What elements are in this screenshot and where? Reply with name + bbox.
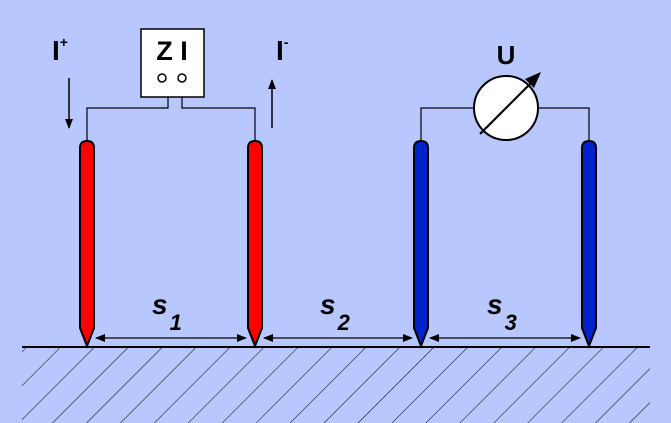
meter-label: Z I — [156, 36, 188, 66]
voltage-label: U — [497, 40, 516, 70]
potential-electrode-2 — [581, 139, 597, 349]
potential-circuit-wires — [420, 107, 590, 143]
impedance-meter: Z I — [140, 28, 205, 98]
voltmeter — [473, 72, 541, 141]
voltmeter-arrowhead — [525, 72, 541, 88]
current-in-label: I+ — [52, 34, 68, 66]
current-out-label: I- — [276, 34, 289, 66]
spacing-label-s2: s2 — [320, 289, 351, 335]
terminal-left — [157, 73, 167, 83]
spacing-label-s1: s1 — [152, 289, 182, 335]
ground-hatching — [22, 347, 650, 423]
terminal-right — [177, 73, 187, 83]
potential-electrode-1 — [413, 139, 429, 349]
current-circuit-wires — [86, 97, 256, 143]
current-electrode-1 — [79, 139, 95, 349]
spacing-label-s3: s3 — [487, 289, 517, 335]
current-electrode-2 — [247, 139, 263, 349]
